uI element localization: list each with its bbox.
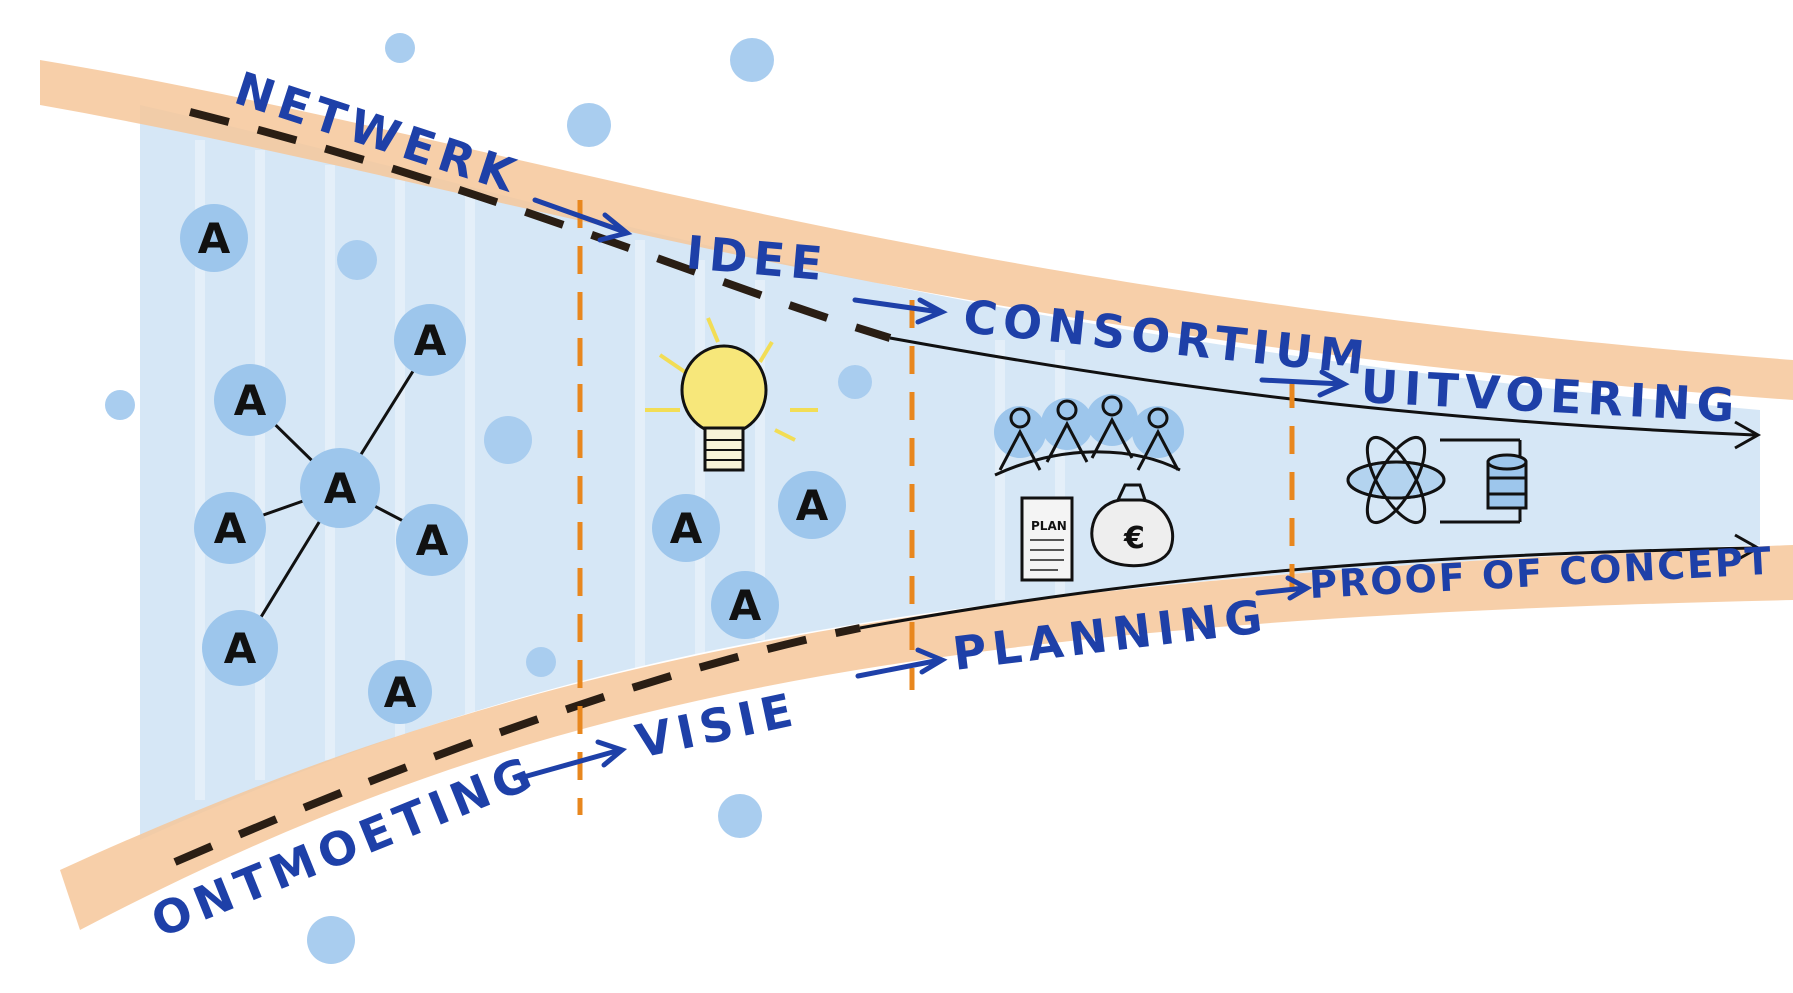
lightbulb-icon [645,317,818,472]
group-of-people-icon [994,394,1184,477]
arrow-ontmoeting-visie [517,739,628,781]
euro-money-bag-icon: € [1090,483,1175,568]
top-edge-dashed [189,108,892,342]
plan-doc-label: PLAN [1031,519,1067,533]
stage-dividers [577,200,1295,815]
bottom-edge-dashed [173,624,861,866]
arrow-idee-consortium [852,297,948,325]
person-glyph: A [384,668,417,717]
person-glyph: A [324,464,357,513]
money-symbol: € [1123,521,1145,556]
person-glyph: A [729,581,762,630]
plan-document-icon: PLAN [1020,496,1074,582]
arrow-planning-proof [1255,575,1313,601]
flow-arrows [517,197,1350,781]
background-dots [105,33,872,964]
person-glyph: A [796,481,829,530]
person-glyph: A [234,376,267,425]
person-glyph: A [414,316,447,365]
bottom-edge-solid [859,546,1756,630]
arrow-visie-planning [855,647,948,679]
database-icon [1486,453,1528,510]
top-edge-solid [889,336,1756,437]
label-idee: IDEE [684,225,830,291]
idea-people: A A A [652,471,846,639]
bottom-band [60,545,1793,930]
top-band [40,60,1793,400]
person-glyph: A [224,624,257,673]
arrow-consortium-uitvoering [1259,369,1350,398]
arrow-netwerk-idee [532,197,633,243]
bottom-arrow-head [1734,533,1762,563]
person-glyph: A [198,214,231,263]
person-glyph: A [214,504,247,553]
person-glyph: A [416,516,449,565]
person-glyph: A [670,504,703,553]
network-of-people-icon: A A A A A A A A [180,204,468,724]
top-arrow-head [1734,420,1762,450]
